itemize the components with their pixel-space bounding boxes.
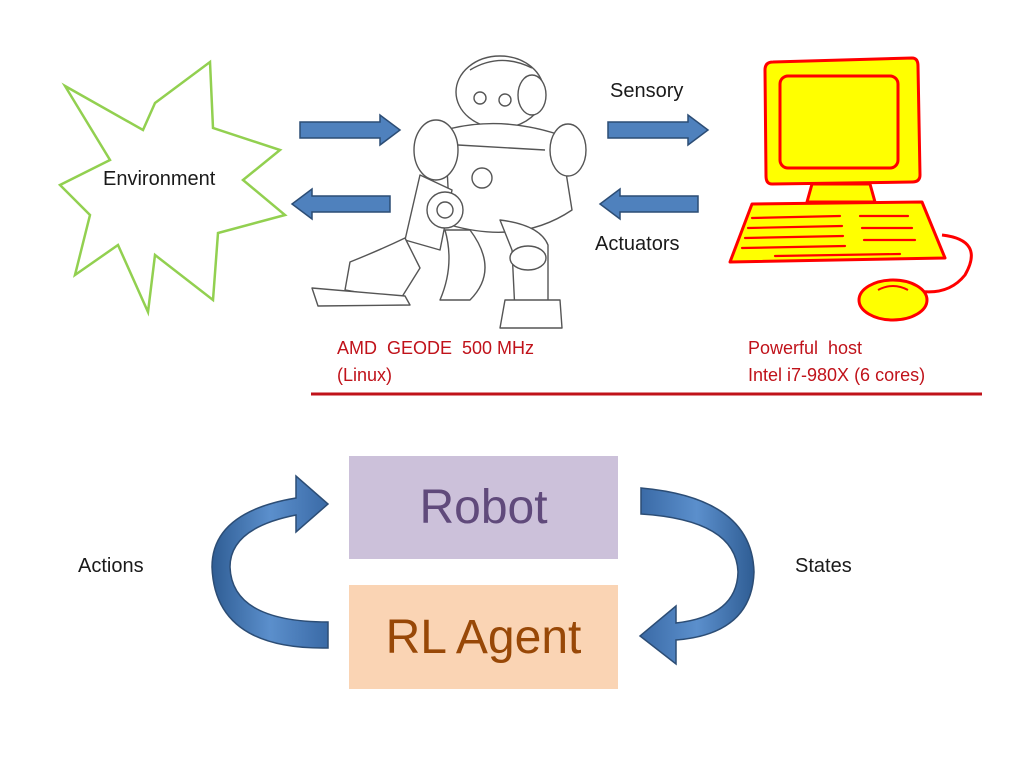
desktop-computer-icon [728, 56, 973, 322]
arrow-env-to-robot [299, 113, 402, 147]
arrow-actuators [598, 187, 699, 221]
keyboard-keys [740, 214, 917, 258]
environment-label: Environment [103, 168, 216, 190]
states-label: States [795, 555, 852, 577]
loop-arrow-states [638, 487, 755, 666]
arrow-sensory [607, 113, 710, 147]
host-spec-line1: Powerful host [748, 338, 863, 358]
robot-spec-line1: AMD GEODE 500 MHz [337, 338, 535, 358]
robot-box: Robot [349, 456, 618, 559]
robot-spec-line2: (Linux) [337, 365, 393, 385]
actuators-label: Actuators [595, 233, 680, 255]
host-spec-line2: Intel i7-980X (6 cores) [748, 365, 926, 385]
robot-box-label: Robot [419, 481, 548, 534]
rl-agent-box: RL Agent [349, 585, 618, 689]
rl-agent-box-label: RL Agent [385, 610, 582, 664]
loop-arrow-actions [211, 474, 330, 649]
humanoid-robot-icon [311, 55, 587, 329]
starburst-icon [57, 59, 288, 317]
sensory-label: Sensory [610, 80, 684, 102]
actions-label: Actions [78, 555, 144, 577]
arrow-robot-to-env [290, 187, 391, 221]
